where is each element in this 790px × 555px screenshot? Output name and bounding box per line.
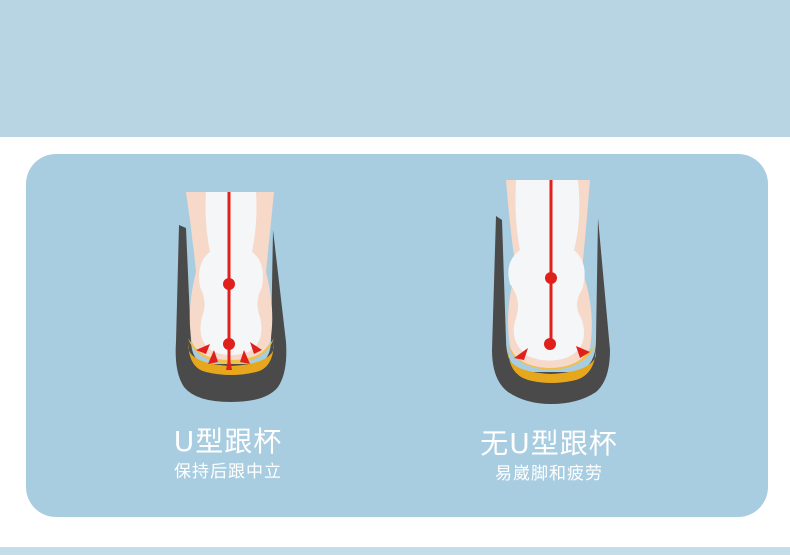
bottom-strip <box>0 547 790 555</box>
heel-bone <box>508 180 585 361</box>
u-heel-cup-illustration <box>175 192 287 402</box>
no-u-heel-cup-subtitle: 易崴脚和疲劳 <box>495 464 603 484</box>
top-banner <box>0 0 790 137</box>
heel-marker <box>223 338 235 350</box>
u-heel-cup-subtitle: 保持后跟中立 <box>174 462 282 482</box>
heel-cup-shell <box>492 216 610 404</box>
no-u-heel-cup-title: 无U型跟杯 <box>480 427 618 460</box>
heel-cushion <box>188 340 274 375</box>
no-u-heel-cup-illustration <box>492 180 610 404</box>
ankle-marker <box>223 278 235 290</box>
u-heel-cup-title: U型跟杯 <box>173 425 283 458</box>
ankle-marker <box>545 272 557 284</box>
support-arrows <box>514 346 590 360</box>
heel-bone <box>199 192 263 355</box>
heel-cushion <box>508 346 596 383</box>
support-arrows <box>196 342 262 370</box>
comparison-panel <box>26 154 768 517</box>
heel-marker <box>544 338 556 350</box>
